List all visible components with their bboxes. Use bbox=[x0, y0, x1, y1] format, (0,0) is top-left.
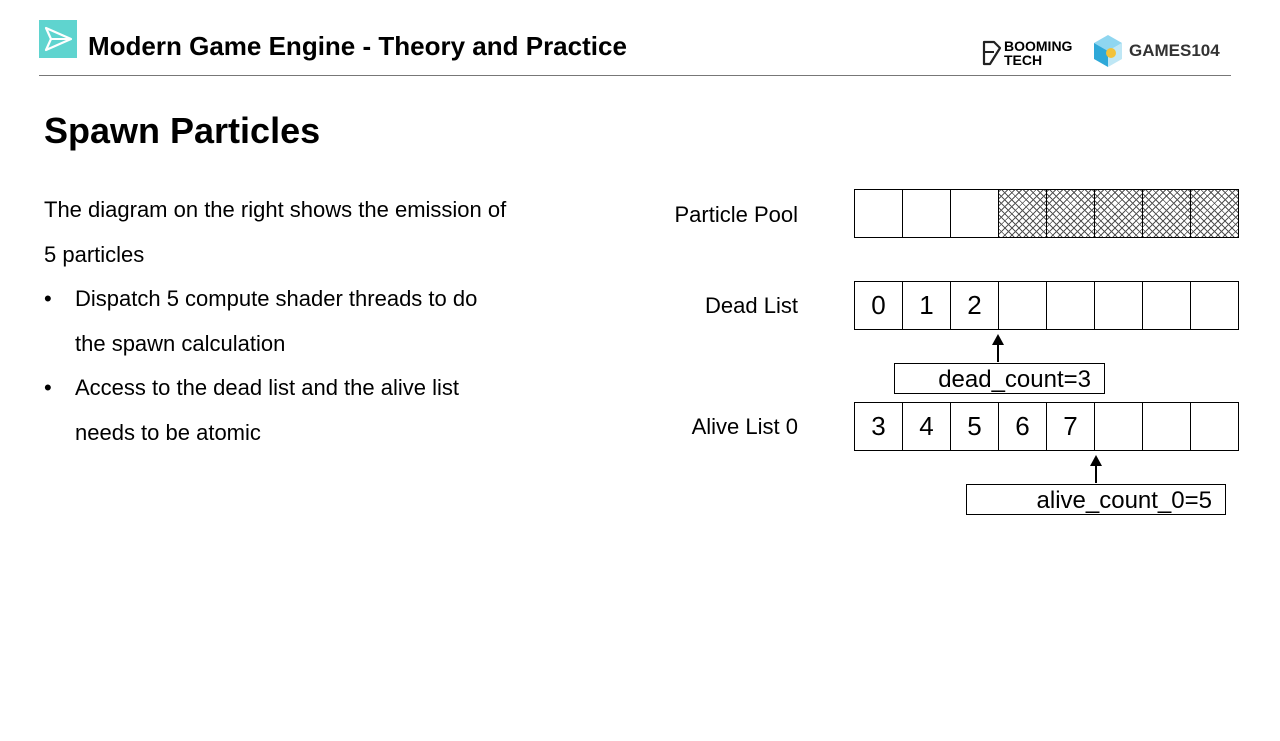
alive-list-cell: 5 bbox=[951, 403, 999, 450]
paragraph-line: The diagram on the right shows the emiss… bbox=[44, 197, 507, 222]
bullet-text: the spawn calculation bbox=[75, 330, 286, 356]
course-title: Modern Game Engine - Theory and Practice bbox=[88, 31, 627, 61]
particle-pool-cell bbox=[999, 190, 1047, 237]
slide-body: The diagram on the right shows the emiss… bbox=[44, 188, 604, 455]
games104-cube-icon bbox=[1094, 35, 1122, 67]
bullet-dot: • bbox=[44, 286, 52, 311]
bullet-item: • Access to the dead list and the alive … bbox=[44, 366, 604, 455]
dead-list-cell bbox=[1191, 282, 1238, 329]
particle-pool-cell bbox=[903, 190, 951, 237]
slide-title: Spawn Particles bbox=[44, 110, 321, 151]
dead-list-cell bbox=[999, 282, 1047, 329]
booming-tech-logo: BOOMING TECH bbox=[982, 37, 1084, 69]
dead-list-cell: 2 bbox=[951, 282, 999, 329]
bullet-text: Access to the dead list and the alive li… bbox=[75, 375, 459, 400]
alive-list-cell bbox=[1143, 403, 1191, 450]
alive-list-cell bbox=[1191, 403, 1238, 450]
particle-pool-cell bbox=[1143, 190, 1191, 237]
particle-pool-cell bbox=[1095, 190, 1143, 237]
dead-list-cell bbox=[1143, 282, 1191, 329]
alive-list-label: Alive List 0 bbox=[691, 414, 798, 439]
particle-pool-cell bbox=[1047, 190, 1095, 237]
paragraph-line: 5 particles bbox=[44, 241, 145, 267]
dead-list-label: Dead List bbox=[705, 293, 798, 318]
particle-pool-label: Particle Pool bbox=[674, 202, 798, 227]
particle-pool-cell bbox=[855, 190, 903, 237]
dead-count-arrow bbox=[992, 334, 1004, 362]
dead-list-cell: 0 bbox=[855, 282, 903, 329]
booming-tech-logo-line1: BOOMING bbox=[1004, 38, 1073, 54]
bullet-text: Dispatch 5 compute shader threads to do bbox=[75, 286, 478, 311]
course-logo-icon bbox=[39, 20, 77, 58]
booming-tech-logo-line2: TECH bbox=[1004, 52, 1043, 68]
particle-pool-cells bbox=[854, 189, 1239, 238]
alive-count-arrow bbox=[1090, 455, 1102, 483]
games104-logo: GAMES104 bbox=[1092, 33, 1232, 69]
dead-list-cell bbox=[1047, 282, 1095, 329]
header-divider bbox=[39, 75, 1231, 76]
bullet-dot: • bbox=[44, 375, 52, 400]
bullet-text: needs to be atomic bbox=[75, 419, 261, 445]
dead-count-box: dead_count=3 bbox=[894, 363, 1105, 394]
alive-list-cell: 4 bbox=[903, 403, 951, 450]
particle-pool-cell bbox=[1191, 190, 1238, 237]
particle-pool-cell bbox=[951, 190, 999, 237]
dead-list-cell: 1 bbox=[903, 282, 951, 329]
alive-count-box: alive_count_0=5 bbox=[966, 484, 1226, 515]
bullet-item: • Dispatch 5 compute shader threads to d… bbox=[44, 277, 604, 366]
alive-list-cell: 3 bbox=[855, 403, 903, 450]
alive-list-cell: 7 bbox=[1047, 403, 1095, 450]
booming-tech-icon bbox=[982, 40, 1002, 66]
alive-list-cell: 6 bbox=[999, 403, 1047, 450]
alive-list-cell bbox=[1095, 403, 1143, 450]
dead-list-cell bbox=[1095, 282, 1143, 329]
games104-logo-text: GAMES104 bbox=[1129, 41, 1220, 60]
